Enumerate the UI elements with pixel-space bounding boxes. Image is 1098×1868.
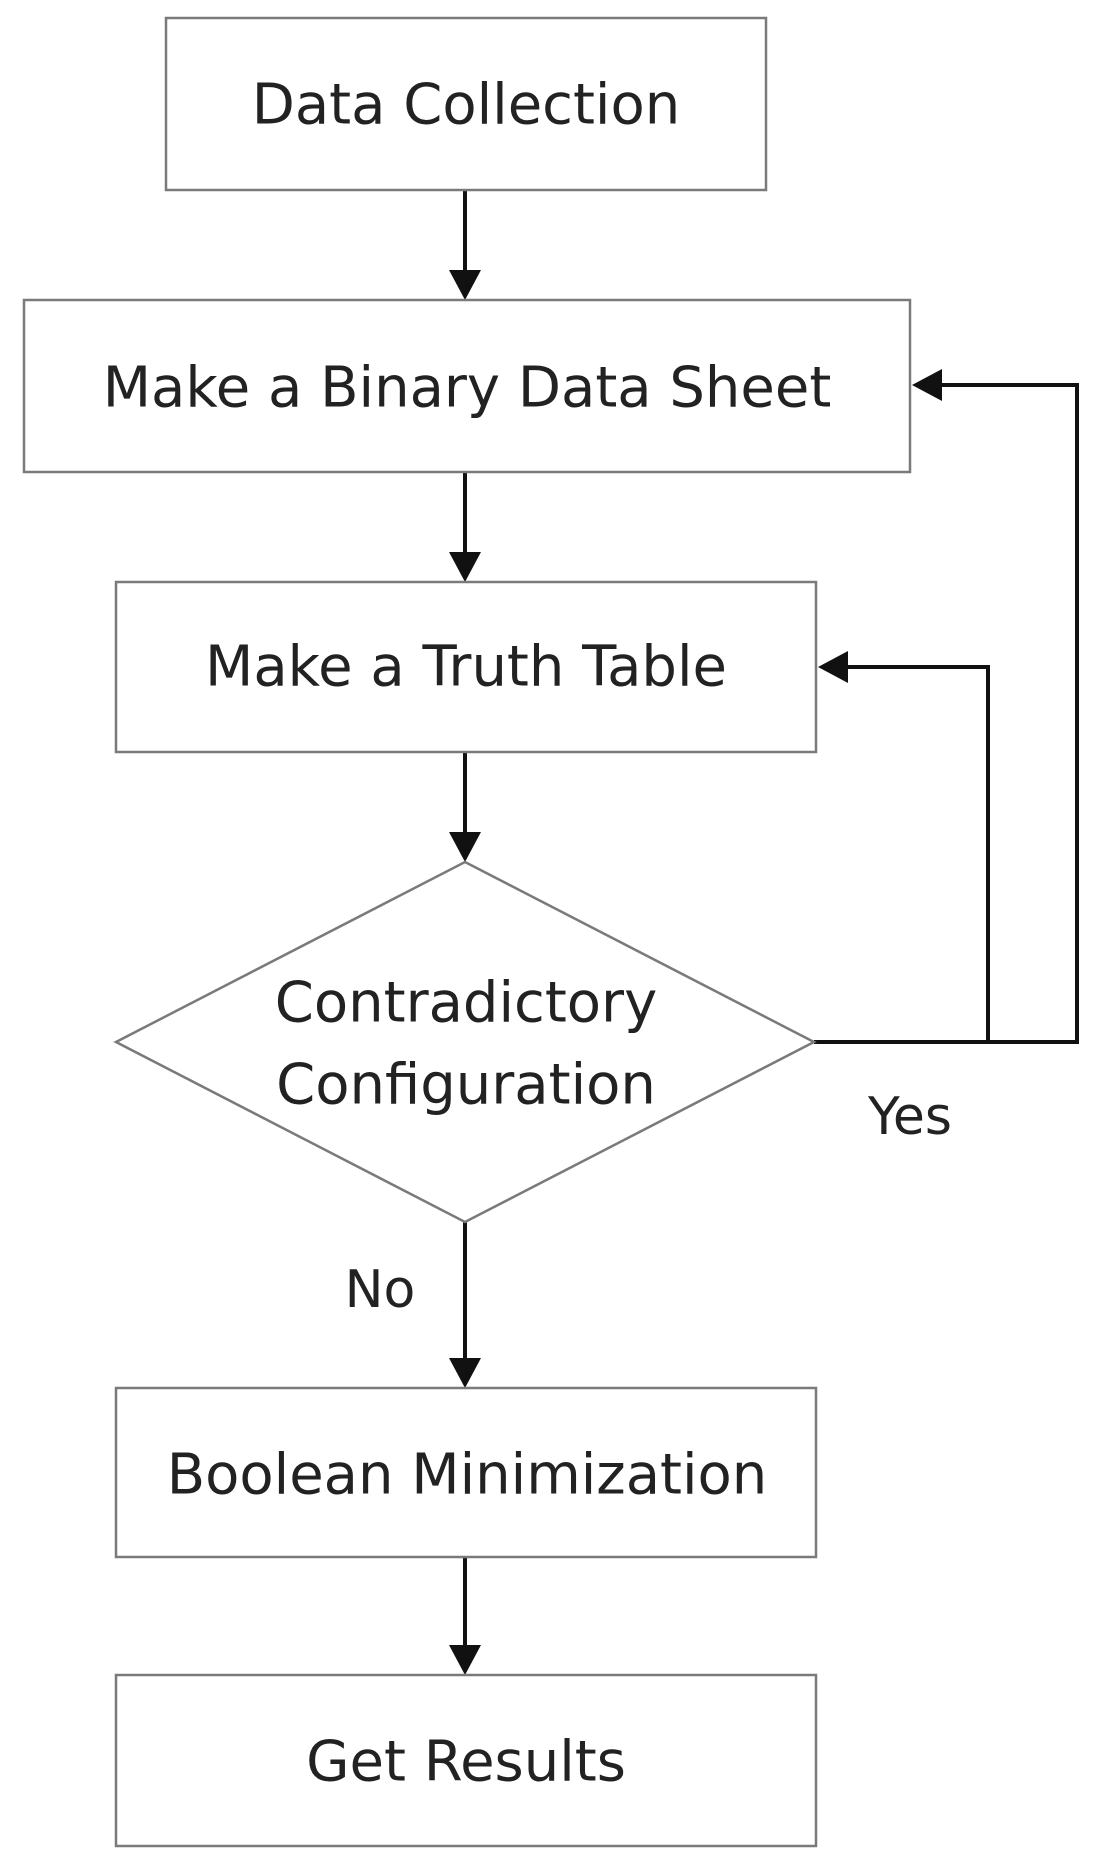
get-results-label: Get Results — [306, 1730, 626, 1795]
arrowhead-binary-data-sheet — [449, 270, 481, 300]
yes-branch-label: Yes — [867, 1087, 952, 1147]
binary-data-sheet-label: Make a Binary Data Sheet — [103, 356, 832, 421]
data-collection-label: Data Collection — [252, 73, 681, 138]
get-results-box — [114, 1673, 818, 1848]
binary-data-sheet-box — [22, 298, 912, 474]
node-contradictory-configuration: Contradictory Configuration — [113, 860, 817, 1224]
edge-yes-to-truth-table — [814, 665, 990, 1044]
boolean-minimization-label: Boolean Minimization — [167, 1443, 768, 1508]
node-boolean-minimization: Boolean Minimization — [114, 1386, 818, 1559]
node-binary-data-sheet: Make a Binary Data Sheet — [22, 298, 912, 474]
decision-label-line-2: Configuration — [276, 1053, 656, 1118]
truth-table-box — [114, 580, 818, 754]
arrowhead-yes-binary — [912, 369, 942, 401]
node-get-results: Get Results — [114, 1673, 818, 1848]
truth-table-label: Make a Truth Table — [205, 635, 727, 700]
node-truth-table: Make a Truth Table — [114, 580, 818, 754]
arrowhead-truth-table — [449, 552, 481, 582]
arrowhead-boolean-minimization — [449, 1358, 481, 1388]
node-data-collection: Data Collection — [164, 16, 768, 192]
connectors — [449, 190, 1079, 1675]
decision-label-line-1: Contradictory — [275, 971, 657, 1036]
no-branch-label: No — [345, 1260, 416, 1320]
decision-diamond — [113, 860, 817, 1224]
arrowhead-decision — [449, 832, 481, 862]
boolean-minimization-box — [114, 1386, 818, 1559]
data-collection-box — [164, 16, 768, 192]
edge-yes-to-binary-data-sheet — [942, 383, 1079, 1044]
arrowhead-get-results — [449, 1645, 481, 1675]
arrowhead-yes-truth-table — [818, 651, 848, 683]
